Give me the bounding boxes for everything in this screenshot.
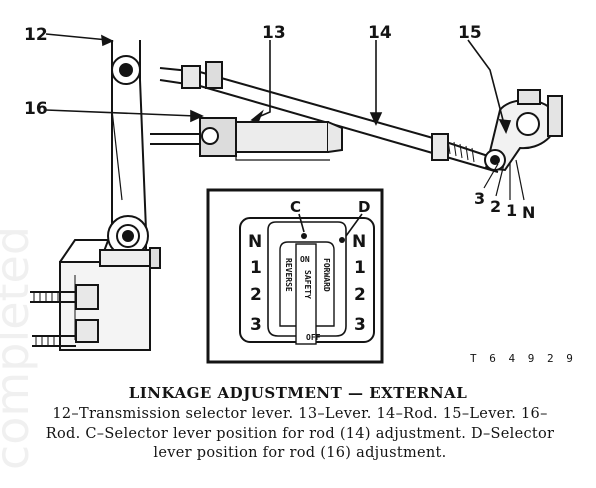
lever-position-1: 1 xyxy=(506,201,517,220)
gate-pointer-c xyxy=(298,213,305,233)
gate-word-forward: FORWARD xyxy=(322,258,331,292)
gate-word-off: OFF xyxy=(306,333,321,342)
lever-position-2: 2 xyxy=(490,197,501,216)
callout-14: 14 xyxy=(368,23,392,43)
callout-15: 15 xyxy=(458,23,482,43)
gate-right-1: 1 xyxy=(354,258,366,278)
rod-14 xyxy=(159,61,501,173)
callout-16: 16 xyxy=(24,99,48,119)
gate-left-2: 2 xyxy=(250,285,262,305)
shift-gate-inset: C D N 1 2 3 N 1 2 3 REVERSE FORWARD ON S… xyxy=(206,188,384,364)
gate-label-d: D xyxy=(358,198,370,216)
gate-right-3: 3 xyxy=(354,315,366,335)
transmission-selector-lever xyxy=(30,40,161,351)
gate-slot-inner xyxy=(279,241,335,327)
callout-12: 12 xyxy=(24,25,48,45)
lever-position-marks xyxy=(483,159,525,201)
caption-title: LINKAGE ADJUSTMENT — EXTERNAL xyxy=(128,384,468,402)
gate-right-2: 2 xyxy=(354,285,366,305)
gate-left-1: 1 xyxy=(250,258,262,278)
gate-label-c: C xyxy=(290,198,301,216)
lever-position-3: 3 xyxy=(474,189,485,208)
caption-body: 12–Transmission selector lever. 13–Lever… xyxy=(45,406,555,461)
gate-slot-outer xyxy=(267,221,347,337)
lever-15 xyxy=(484,89,563,172)
gate-center-bar xyxy=(295,243,317,345)
figure-number: T 6 4 9 2 9 xyxy=(470,352,576,365)
gate-word-reverse: REVERSE xyxy=(284,258,293,292)
callout-leaders xyxy=(45,33,512,135)
gate-dot-d xyxy=(339,237,345,243)
gate-left-3: 3 xyxy=(250,315,262,335)
lever-position-n: N xyxy=(522,203,535,222)
callout-13: 13 xyxy=(262,23,286,43)
gate-right-n: N xyxy=(352,232,366,252)
lever-13-assembly xyxy=(150,117,343,161)
gate-left-n: N xyxy=(248,232,262,252)
gate-pointer-d xyxy=(345,213,363,237)
watermark: completed xyxy=(0,226,39,470)
gate-word-on: ON xyxy=(300,255,310,264)
gate-dot-c xyxy=(301,233,307,239)
gate-word-safety: SAFETY xyxy=(303,270,312,299)
watermark-text: completed xyxy=(0,226,39,470)
